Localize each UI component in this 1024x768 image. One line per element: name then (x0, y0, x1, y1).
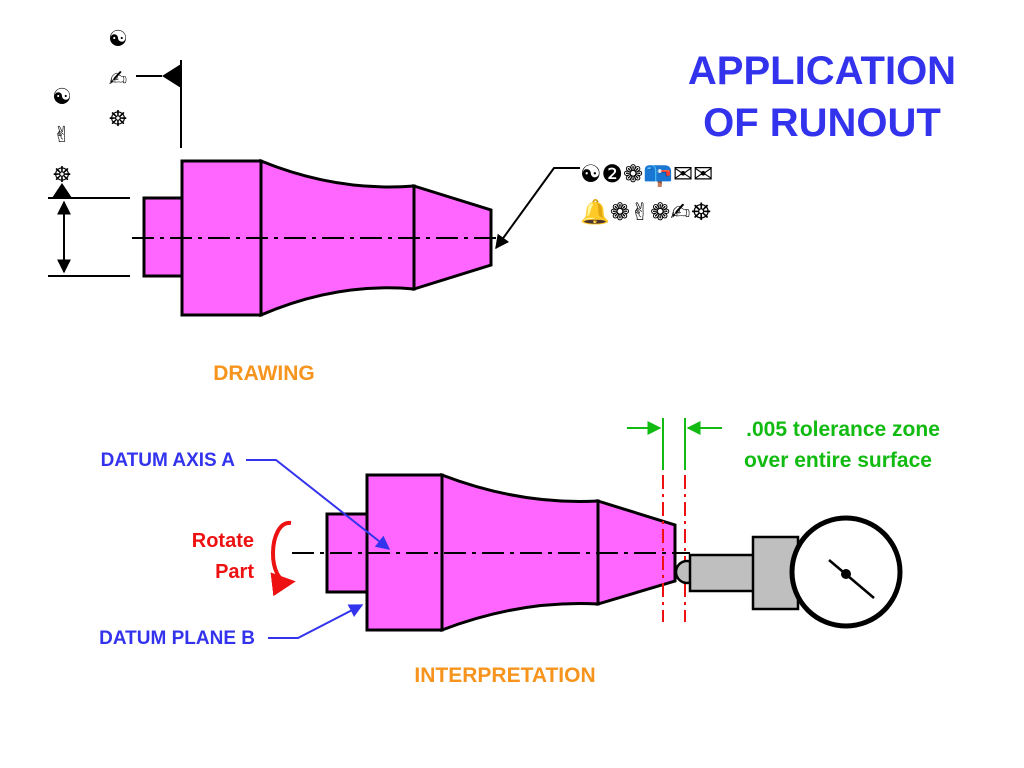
datum-plane-label: DATUM PLANE B (99, 628, 255, 649)
datum-symbol-upper-b: ✍ (109, 67, 127, 92)
indicator-needle (828, 559, 875, 599)
datum-symbol-left-b: ✌ (53, 123, 71, 148)
datum-triangle-left (52, 183, 72, 198)
rotate-label-line-2: Part (215, 561, 254, 583)
interpretation-view: .005 tolerance zone over entire surface … (99, 418, 940, 687)
runout-leader (495, 167, 580, 250)
title-line-1: APPLICATION (688, 49, 956, 93)
tolerance-label-line-1: .005 tolerance zone (746, 418, 940, 441)
drawing-label: DRAWING (213, 362, 315, 385)
indicator-needle-hub (841, 569, 851, 579)
datum-symbol-upper-a: ☯ (108, 27, 128, 52)
datum-symbol-upper-c: ☸ (108, 107, 128, 132)
rotate-label-line-1: Rotate (192, 530, 254, 552)
indicator-stem (688, 553, 756, 593)
dial-indicator-icon (674, 515, 903, 629)
datum-axis-leader (246, 459, 391, 550)
tolerance-label-line-2: over entire surface (744, 449, 932, 472)
datum-plane-leader (268, 604, 364, 639)
feature-control-frame-line-1: ☯❷❁📪✉✉ (580, 160, 713, 188)
title-line-2: OF RUNOUT (703, 101, 941, 145)
datum-triangle-upper (162, 64, 181, 88)
datum-symbol-left-c: ☸ (52, 163, 72, 188)
interpretation-label: INTERPRETATION (414, 664, 595, 687)
drawing-view: ☯ ✍ ☸ ☯ ✌ ☸ ☯❷❁📪✉✉ 🔔❁✌❁✍☸ DRAWING (48, 27, 713, 385)
datum-symbol-left-a: ☯ (52, 85, 72, 110)
rotate-arrow-icon (270, 521, 296, 597)
feature-control-frame-line-2: 🔔❁✌❁✍☸ (580, 198, 712, 226)
datum-axis-label: DATUM AXIS A (101, 450, 236, 471)
